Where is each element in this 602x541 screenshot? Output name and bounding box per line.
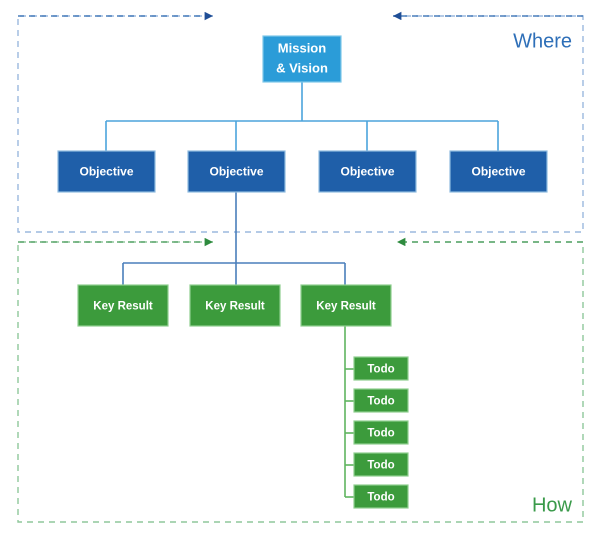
- node-objective-2[interactable]: Objective: [187, 150, 286, 193]
- node-objective-1[interactable]: Objective: [57, 150, 156, 193]
- node-todo-box[interactable]: [353, 388, 409, 413]
- node-key-result-label: Key Result: [316, 301, 376, 313]
- node-key-result-box[interactable]: [189, 284, 281, 327]
- node-objective-label: Objective: [209, 165, 263, 179]
- node-key-result-label: Key Result: [205, 301, 265, 313]
- node-todo-box[interactable]: [353, 452, 409, 477]
- node-todo-box[interactable]: [353, 356, 409, 381]
- node-todo-box[interactable]: [353, 420, 409, 445]
- mission-vision-box[interactable]: [262, 35, 342, 83]
- connector-layer: [105, 82, 499, 498]
- zone-how-label: How: [532, 494, 573, 516]
- node-key-result-box[interactable]: [300, 284, 392, 327]
- node-key-result-1[interactable]: Key Result: [77, 284, 169, 327]
- node-todo-label: Todo: [367, 428, 394, 440]
- node-todo-5[interactable]: Todo: [353, 484, 409, 509]
- node-todo-label: Todo: [367, 396, 394, 408]
- zone-where-dashed-border: [17, 15, 584, 233]
- mission-vision-label-line1: Mission: [278, 40, 326, 55]
- node-todo-2[interactable]: Todo: [353, 388, 409, 413]
- node-todo-1[interactable]: Todo: [353, 356, 409, 381]
- node-key-result-label: Key Result: [93, 301, 153, 313]
- node-objective-3[interactable]: Objective: [318, 150, 417, 193]
- node-todo-3[interactable]: Todo: [353, 420, 409, 445]
- node-objective-label: Objective: [340, 165, 394, 179]
- objective-layer: Objective Objective Objective Objective: [57, 150, 548, 193]
- node-objective-label: Objective: [471, 165, 525, 179]
- node-objective-box[interactable]: [187, 150, 286, 193]
- node-objective-box[interactable]: [318, 150, 417, 193]
- node-key-result-box[interactable]: [77, 284, 169, 327]
- zone-where: Where: [17, 11, 584, 233]
- node-todo-label: Todo: [367, 492, 394, 504]
- mission-vision-label-line2: & Vision: [276, 60, 328, 75]
- node-key-result-3[interactable]: Key Result: [300, 284, 392, 327]
- node-todo-label: Todo: [367, 460, 394, 472]
- node-mission-vision[interactable]: Mission & Vision: [262, 35, 342, 83]
- node-todo-label: Todo: [367, 364, 394, 376]
- zone-where-label: Where: [513, 30, 572, 52]
- key-result-layer: Key Result Key Result Key Result: [77, 284, 392, 327]
- node-objective-box[interactable]: [449, 150, 548, 193]
- zone-how-dashed-border: [17, 241, 584, 523]
- node-todo-4[interactable]: Todo: [353, 452, 409, 477]
- node-objective-label: Objective: [79, 165, 133, 179]
- node-objective-4[interactable]: Objective: [449, 150, 548, 193]
- node-objective-box[interactable]: [57, 150, 156, 193]
- node-key-result-2[interactable]: Key Result: [189, 284, 281, 327]
- node-todo-box[interactable]: [353, 484, 409, 509]
- zone-how: How: [17, 237, 584, 523]
